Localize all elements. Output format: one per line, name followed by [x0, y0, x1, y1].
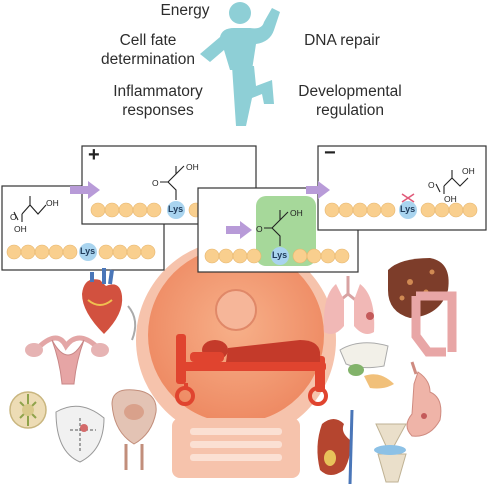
- lactate-structure-1: [13, 196, 47, 222]
- arrow-1: [70, 181, 100, 199]
- label-cell-fate-determination: Cell fate determination: [101, 32, 195, 68]
- chem-o-1: O: [10, 212, 17, 222]
- chem-o-3: O: [256, 224, 263, 234]
- chem-oh-4: OH: [462, 166, 475, 176]
- label-dna-repair: DNA repair: [304, 32, 380, 49]
- lactate-structure-4: [435, 170, 469, 194]
- chem-oh-1b: OH: [14, 224, 27, 234]
- heart-icon: [82, 268, 123, 334]
- human-figure-icon: [200, 2, 280, 126]
- colon-icon: [411, 291, 457, 357]
- label-energy: Energy: [160, 2, 210, 19]
- eye-icon: [55, 405, 105, 463]
- lungs-icon: [323, 276, 375, 334]
- bead-chain-3: [204, 248, 350, 264]
- knee-joint-icon: [374, 423, 407, 483]
- lactyl-structure-2: [160, 165, 185, 200]
- arrow-2: [226, 221, 252, 239]
- lactyl-structure-3: [264, 210, 289, 246]
- cleavage-mark: [401, 193, 415, 203]
- chem-oh-4b: OH: [444, 194, 457, 204]
- chem-o-2: O: [152, 178, 159, 188]
- lys-residue-1: [79, 243, 97, 261]
- uterus-icon: [25, 335, 109, 385]
- bladder-icon: [111, 389, 157, 470]
- bead-chain-4: [324, 202, 478, 218]
- pancreas-liver-icon: [339, 342, 394, 389]
- chem-oh-1: OH: [46, 198, 59, 208]
- lys-label-1: Lys: [80, 246, 96, 256]
- kidney-icon: [317, 409, 354, 485]
- label-developmental-regulation: Developmental regulation: [298, 83, 402, 119]
- lys-label-4: Lys: [400, 204, 416, 214]
- chem-oh-2: OH: [186, 162, 199, 172]
- reaction-arrows: [70, 181, 330, 239]
- hospital-bed-patient-icon: [175, 334, 328, 406]
- chem-o-4: O: [428, 180, 435, 190]
- lys-residue-4: [399, 201, 417, 219]
- reaction-box-4: [317, 145, 487, 231]
- liver-icon: [388, 258, 449, 318]
- minus-sign: −: [324, 142, 336, 164]
- label-inflammatory-responses: Inflammatory responses: [113, 83, 203, 119]
- plus-sign: +: [88, 144, 100, 166]
- stomach-icon: [406, 361, 442, 437]
- lys-residue-2: [167, 201, 185, 219]
- arrow-3: [306, 181, 330, 199]
- bead-chain-1: [6, 244, 156, 260]
- lys-label-2: Lys: [168, 204, 184, 214]
- lys-residue-3: [271, 247, 289, 265]
- kidney-cross-section-icon: [9, 391, 47, 429]
- lys-label-3: Lys: [272, 250, 288, 260]
- chem-oh-3: OH: [290, 208, 303, 218]
